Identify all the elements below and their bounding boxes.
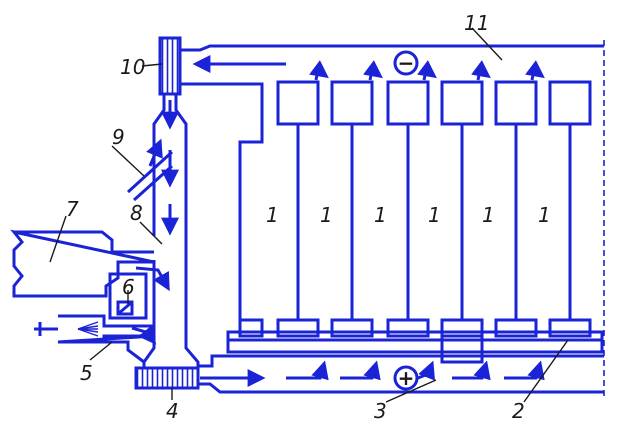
- label-top-channel: 11: [464, 11, 489, 35]
- flow-arrow-icon: [471, 60, 491, 81]
- leader-line: [89, 341, 113, 361]
- leader-line: [523, 339, 569, 403]
- riser-duct-left-wall: [152, 94, 166, 236]
- flow-arrow-icon: [452, 360, 491, 381]
- cell: [238, 80, 320, 338]
- cell-label: 1: [482, 203, 495, 227]
- polarity-bottom-label: +: [398, 366, 415, 390]
- polarity-icon: −: [393, 50, 419, 76]
- label-busbar: 2: [512, 399, 525, 423]
- leader-line: [385, 379, 437, 403]
- bottom-channel-lower-wall: [198, 382, 604, 394]
- cell-label: 1: [538, 203, 551, 227]
- nozzle-outlet: [104, 340, 145, 364]
- cell-label: 1: [266, 203, 279, 227]
- polarity-icon: +: [393, 365, 419, 391]
- inner-box-diagonal: [117, 300, 133, 316]
- cell: [548, 80, 592, 338]
- label-housing: 7: [66, 197, 79, 221]
- inner-box: [108, 272, 148, 320]
- spray-icon: [77, 321, 99, 337]
- leader-line: [471, 27, 503, 61]
- damper-blade: [126, 150, 174, 194]
- bottom-channel-upper-wall: [198, 354, 604, 368]
- top-channel-lower-wall: [180, 82, 264, 320]
- label-upper-fan: 10: [120, 55, 145, 79]
- flow-arrow-icon: [525, 60, 545, 81]
- riser-duct-right-wall: [174, 94, 200, 370]
- flow-arrow-icon: [131, 325, 157, 345]
- cell-label: 1: [428, 203, 441, 227]
- flow-arrow-icon: [309, 60, 329, 81]
- riser-duct-lower-left-wall: [142, 260, 156, 370]
- label-inner-box: 6: [122, 275, 135, 299]
- upper-fan: [158, 36, 182, 96]
- top-channel-upper-wall: [180, 44, 604, 52]
- leader-line: [141, 63, 163, 67]
- flow-arrow-icon: [146, 138, 163, 167]
- housing: [10, 229, 155, 298]
- leader-line: [49, 215, 67, 263]
- flow-arrow-icon: [340, 360, 381, 381]
- flow-arrow-icon: [363, 60, 383, 81]
- busbar: [226, 330, 604, 354]
- polarity-top-label: −: [398, 51, 415, 75]
- cell: [330, 80, 374, 338]
- flow-arrow-icon: [286, 360, 329, 381]
- label-lower-fan: 4: [166, 399, 179, 423]
- label-riser-duct: 8: [130, 201, 143, 225]
- flow-arrow-icon: [417, 360, 436, 381]
- cell: [440, 80, 484, 364]
- cell: [494, 80, 538, 338]
- label-bottom-channel: 3: [374, 399, 387, 423]
- cell-labels: 1 1 1 1 1 1: [266, 203, 551, 227]
- cell-label: 1: [320, 203, 333, 227]
- label-damper: 9: [112, 125, 125, 149]
- cell-label: 1: [374, 203, 387, 227]
- label-nozzle: 5: [80, 361, 93, 385]
- leader-line: [139, 221, 163, 245]
- leader-line: [111, 145, 145, 177]
- flow-arrow-icon: [417, 60, 437, 81]
- flow-arrow-icon: [135, 266, 170, 292]
- cell: [386, 80, 430, 338]
- lower-fan: [134, 366, 200, 390]
- flow-arrow-icon: [504, 360, 545, 381]
